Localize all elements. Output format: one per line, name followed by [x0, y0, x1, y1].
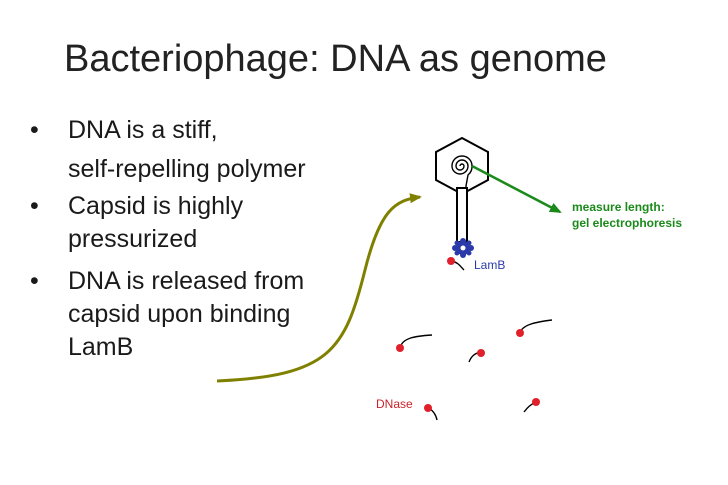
- dnase-molecule: [396, 334, 433, 352]
- bullet-text-line: DNA is released from: [68, 267, 305, 295]
- dnase-molecule: [447, 257, 465, 271]
- bullet-text-line: self-repelling polymer: [68, 155, 306, 183]
- bullet-dot: •: [30, 116, 39, 144]
- bullet-list: • DNA is a stiff, self-repelling polymer…: [30, 114, 360, 364]
- bullet-text-line: pressurized: [68, 225, 198, 253]
- dnase-molecule: [516, 319, 553, 337]
- bullet-text-line: LamB: [68, 333, 134, 361]
- measure-label-line: gel electrophoresis: [572, 216, 683, 230]
- measure-arrow: [471, 164, 562, 214]
- packaged-dna-coil: [451, 155, 473, 238]
- phage-capsid: [435, 136, 489, 196]
- bullet-item-capsid-pressurized: • Capsid is highly pressurized: [30, 190, 360, 256]
- process-arrow: [216, 193, 422, 383]
- lamb-label: LamB: [474, 258, 506, 272]
- bullet-text-line: capsid upon binding: [68, 300, 291, 328]
- dnase-molecule: [468, 349, 485, 363]
- measure-label-line: measure length:: [572, 200, 665, 214]
- dnase-label: DNase: [376, 397, 413, 411]
- dnase-molecule: [424, 404, 438, 421]
- phage-tail: [456, 187, 468, 243]
- bullet-item-dna-released: • DNA is released from capsid upon bindi…: [30, 265, 360, 364]
- bullet-dot: •: [30, 192, 39, 220]
- bullet-dot: •: [30, 267, 39, 295]
- bullet-text-line: DNA is a stiff,: [68, 116, 218, 144]
- bullet-text-line: Capsid is highly: [68, 192, 244, 220]
- lamb-receptor-icon: [452, 238, 474, 258]
- slide-title: Bacteriophage: DNA as genome: [64, 38, 607, 80]
- dnase-molecule: [523, 398, 540, 413]
- measure-length-label: measure length: gel electrophoresis: [572, 199, 682, 231]
- bullet-item-dna-stiff: • DNA is a stiff, self-repelling polymer: [30, 114, 360, 186]
